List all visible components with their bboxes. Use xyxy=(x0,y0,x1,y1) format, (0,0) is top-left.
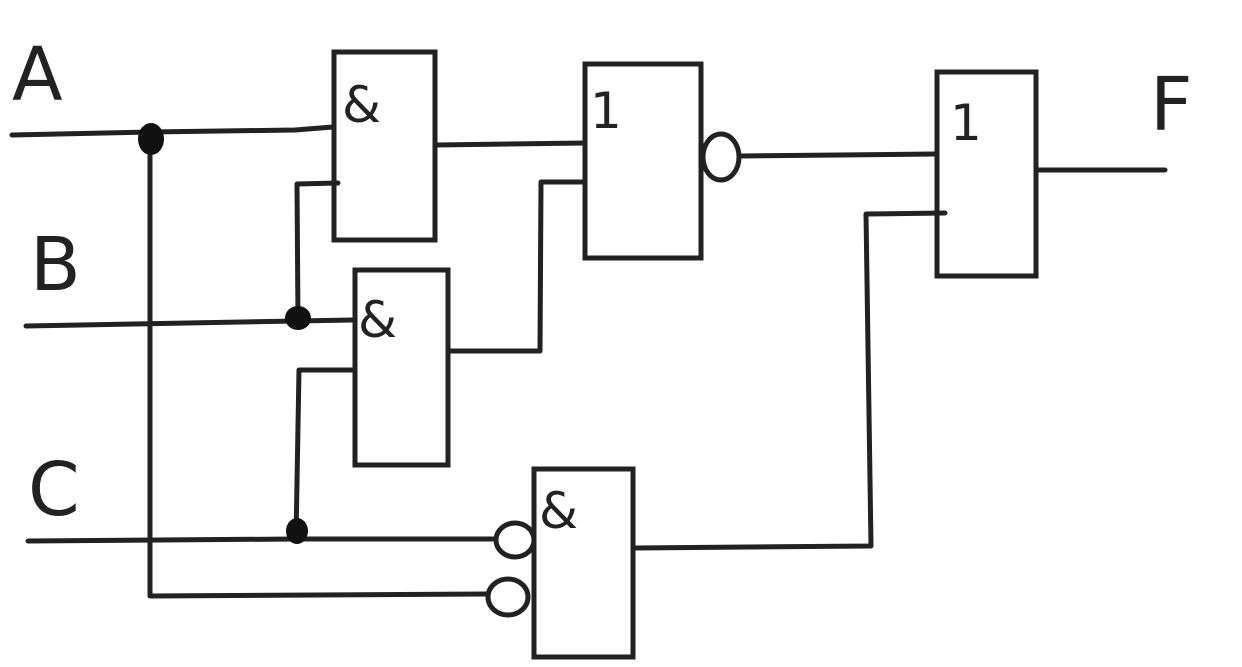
nor-gate-symbol: 1 xyxy=(590,82,622,140)
wire-c-to-and2 xyxy=(293,367,355,542)
and-gate-3-inverter-a xyxy=(485,576,531,618)
input-label-c: C xyxy=(28,447,80,533)
and-gate-3-symbol: & xyxy=(539,482,578,540)
junction-b xyxy=(285,306,311,330)
nor-gate-inverter xyxy=(700,131,742,183)
wire-b-to-and1 xyxy=(294,180,341,324)
and-gate-3 xyxy=(531,466,636,660)
wire-input-a xyxy=(9,124,336,138)
or-gate xyxy=(934,69,1039,279)
wire-input-c xyxy=(25,536,499,544)
and-gate-1-symbol: & xyxy=(342,76,381,134)
junction-a xyxy=(138,123,164,155)
junction-c xyxy=(286,518,308,544)
and-gate-1 xyxy=(331,49,438,243)
wire-and2-to-nor xyxy=(446,179,588,354)
wire-a-to-and3 xyxy=(147,129,489,599)
output-label-f: F xyxy=(1150,62,1193,148)
input-label-b: B xyxy=(30,222,81,308)
input-label-a: A xyxy=(12,32,63,118)
or-gate-symbol: 1 xyxy=(950,94,982,152)
wire-and1-to-nor xyxy=(433,140,588,148)
wire-nor-to-or xyxy=(737,151,938,159)
wire-and3-to-or xyxy=(632,210,948,551)
and-gate-2 xyxy=(352,267,451,468)
and-gate-3-inverter-c xyxy=(493,520,537,560)
and-gate-2-symbol: & xyxy=(358,291,397,349)
